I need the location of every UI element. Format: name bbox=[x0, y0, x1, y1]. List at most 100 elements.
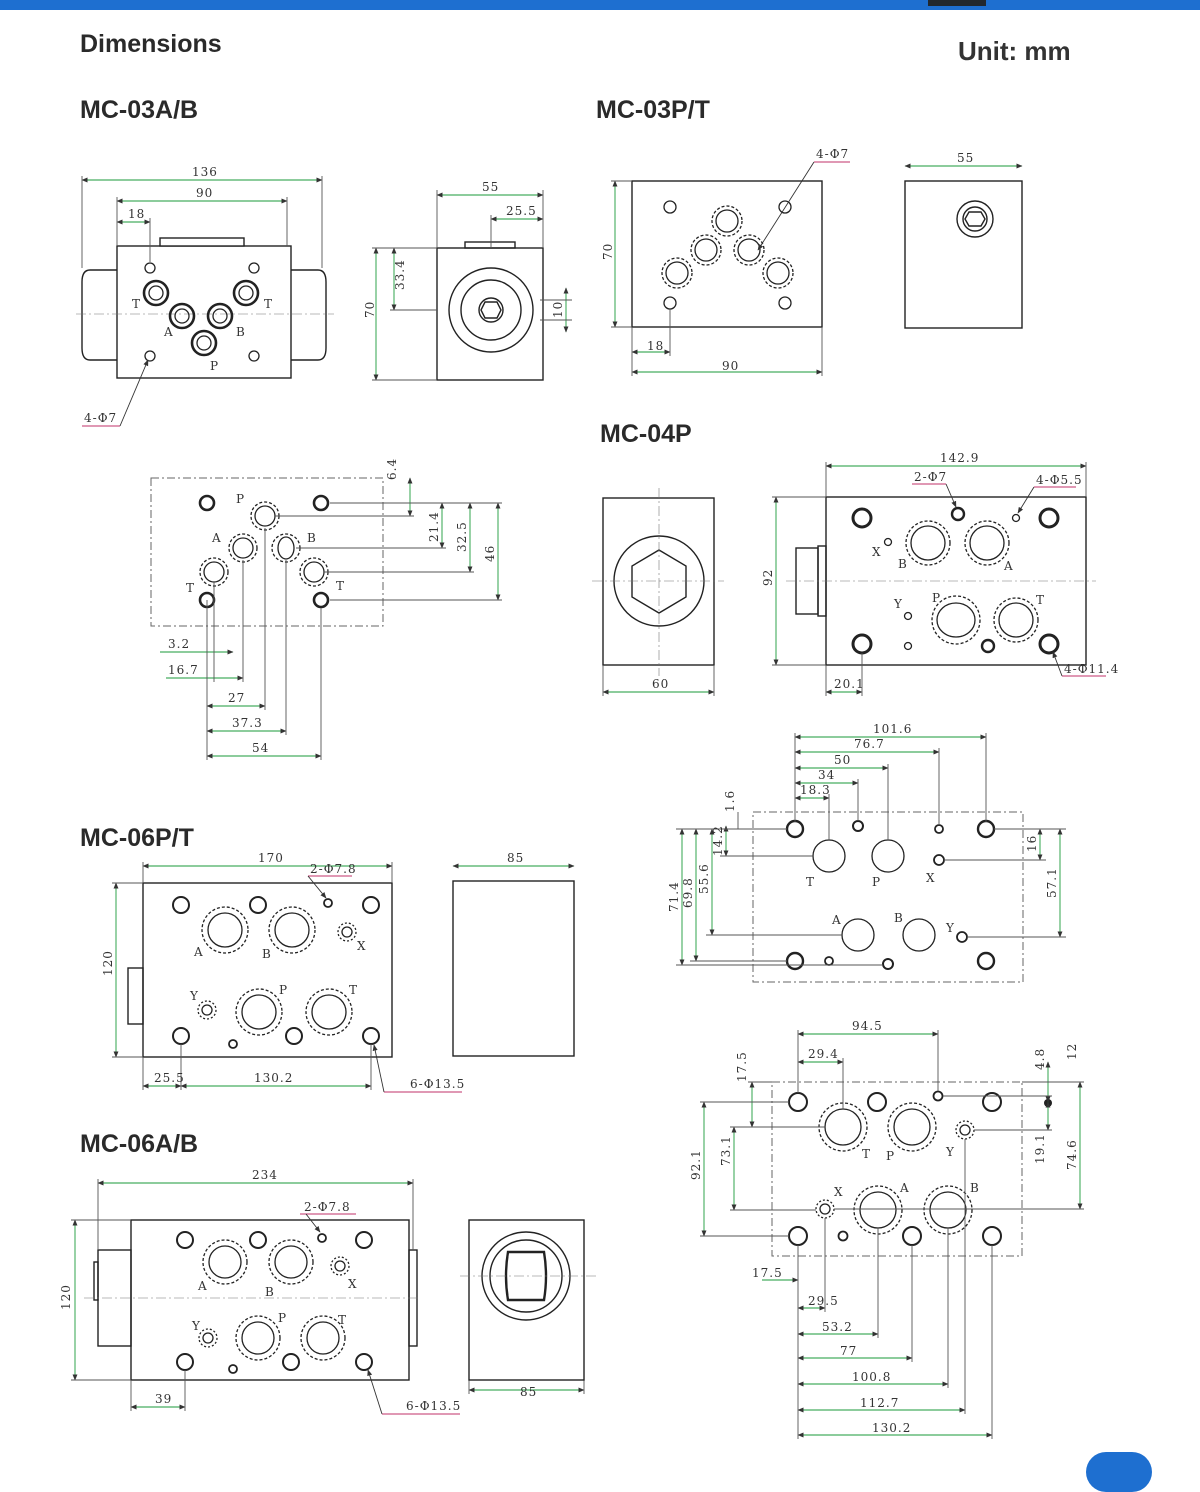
mc04p-port-x: X bbox=[872, 545, 881, 559]
mc03ab-dim-136: 136 bbox=[192, 165, 218, 179]
mc04p-bottom-dim-14-2: 14.2 bbox=[711, 825, 725, 856]
mc03ab-dim-18: 18 bbox=[128, 207, 145, 221]
mc03ab-holes-label: 4-Φ7 bbox=[84, 411, 117, 425]
mc06-bottom-dim-12: 12 bbox=[1065, 1043, 1079, 1060]
mc03ab-bottom-port-t-left: T bbox=[186, 581, 194, 595]
mc03ab-bottom-dim-46: 46 bbox=[483, 545, 497, 562]
mc04p-holes-2: 2-Φ7 bbox=[914, 470, 947, 484]
mc04p-side-dim-60: 60 bbox=[652, 677, 669, 691]
mc03ab-side-dim-25-5: 25.5 bbox=[506, 204, 537, 218]
mc06pt-dim-120: 120 bbox=[101, 950, 115, 976]
mc03pt-side-view bbox=[904, 180, 1023, 329]
mc06-bottom-dim-17-5: 17.5 bbox=[735, 1051, 749, 1082]
mc06ab-side-dim-85: 85 bbox=[520, 1385, 537, 1399]
mc04p-bottom-port-b: B bbox=[894, 911, 903, 925]
title-mc06pt: MC-06P/T bbox=[80, 824, 194, 852]
mc03ab-side-dim-55: 55 bbox=[482, 180, 499, 194]
mc03ab-bottom-dim-27: 27 bbox=[228, 691, 245, 705]
mc04p-bottom-port-t: T bbox=[806, 875, 814, 889]
mc03ab-bottom-port-p: P bbox=[236, 492, 244, 506]
mc06pt-port-a: A bbox=[193, 945, 203, 959]
mc04p-bottom-port-y: Y bbox=[945, 921, 955, 935]
mc06pt-front-view bbox=[127, 882, 393, 1058]
mc04p-port-a: A bbox=[1003, 559, 1013, 573]
mc03ab-bottom-dim-54: 54 bbox=[252, 741, 269, 755]
mc03ab-side-dim-33-4: 33.4 bbox=[393, 259, 407, 290]
mc06pt-dim-170: 170 bbox=[258, 851, 284, 865]
mc06-bottom-port-p: P bbox=[886, 1149, 894, 1163]
mc06-bottom-dim-130-2: 130.2 bbox=[872, 1421, 911, 1435]
mc03pt-dim-18: 18 bbox=[647, 339, 664, 353]
page-number-badge bbox=[1086, 1452, 1152, 1492]
mc04p-bottom-dim-101-6: 101.6 bbox=[873, 722, 912, 736]
mc06-bottom-dim-92-1: 92.1 bbox=[689, 1149, 703, 1180]
mc06ab-dim-39: 39 bbox=[155, 1392, 172, 1406]
mc06-bottom-dim-29-4: 29.4 bbox=[808, 1047, 839, 1061]
top-accent-bar bbox=[0, 0, 1200, 10]
mc06-bottom-dim-17-5w: 17.5 bbox=[752, 1266, 783, 1280]
mc06-bottom-dim-19-1: 19.1 bbox=[1033, 1133, 1047, 1164]
mc03ab-port-p: P bbox=[210, 359, 218, 373]
mc06ab-holes-2: 2-Φ7.8 bbox=[304, 1200, 351, 1214]
mc06-bottom-dim-73-1: 73.1 bbox=[719, 1135, 733, 1166]
unit-label: Unit: mm bbox=[958, 36, 1071, 66]
mc03ab-front-dims bbox=[81, 176, 323, 268]
mc03ab-front-view bbox=[76, 237, 334, 379]
mc04p-port-b: B bbox=[898, 557, 907, 571]
mc03ab-bottom-dim-32-5: 32.5 bbox=[455, 521, 469, 552]
mc03ab-bottom-dim-37-3: 37.3 bbox=[232, 716, 263, 730]
mc06pt-port-y: Y bbox=[189, 989, 199, 1003]
mc04p-dim-92: 92 bbox=[761, 569, 775, 586]
mc04p-bottom-dim-50: 50 bbox=[834, 753, 851, 767]
mc04p-dim-20-1: 20.1 bbox=[834, 677, 865, 691]
title-mc04p: MC-04P bbox=[600, 420, 692, 448]
mc06pt-dim-25-5: 25.5 bbox=[154, 1071, 185, 1085]
mc06ab-holes-6: 6-Φ13.5 bbox=[406, 1399, 461, 1413]
mc06ab-dim-234: 234 bbox=[252, 1168, 278, 1182]
mc03ab-bottom-port-a: A bbox=[211, 531, 221, 545]
mc04p-bottom-dim-34: 34 bbox=[818, 768, 835, 782]
mc04p-dim-142-9: 142.9 bbox=[940, 451, 979, 465]
mc06pt-side-dim-85: 85 bbox=[507, 851, 524, 865]
mc04p-front-view bbox=[786, 496, 1096, 666]
mc04p-bottom-dim-57-1: 57.1 bbox=[1045, 867, 1059, 898]
mc04p-holes-4b: 4-Φ11.4 bbox=[1064, 662, 1119, 676]
mc06ab-port-b: B bbox=[265, 1285, 274, 1299]
mc04p-bottom-dim-1-6: 1.6 bbox=[723, 790, 737, 812]
mc04p-side-view bbox=[592, 488, 724, 676]
mc03ab-bottom-port-b: B bbox=[307, 531, 316, 545]
mc04p-port-t: T bbox=[1036, 593, 1044, 607]
mc03ab-port-a: A bbox=[163, 325, 173, 339]
mc06pt-port-b: B bbox=[262, 947, 271, 961]
mc03pt-front-view bbox=[631, 180, 823, 328]
mc06pt-port-p: P bbox=[279, 983, 287, 997]
mc06ab-port-x: X bbox=[348, 1277, 357, 1291]
mc06-bottom-port-t: T bbox=[862, 1147, 870, 1161]
mc06ab-side-view bbox=[460, 1219, 596, 1381]
mc06ab-port-y: Y bbox=[191, 1319, 201, 1333]
top-bar-marker bbox=[928, 0, 986, 6]
mc06-bottom-dim-29-5: 29.5 bbox=[808, 1294, 839, 1308]
mc06-bottom-dim-94-5: 94.5 bbox=[852, 1019, 883, 1033]
title-mc03ab: MC-03A/B bbox=[80, 96, 199, 124]
mc06pt-port-x: X bbox=[357, 939, 366, 953]
mc04p-bottom-dim-76-7: 76.7 bbox=[854, 737, 885, 751]
title-mc03pt: MC-03P/T bbox=[596, 96, 710, 124]
mc03ab-port-t-left: T bbox=[132, 297, 140, 311]
mc06ab-port-t: T bbox=[338, 1313, 346, 1327]
mc03pt-dim-70: 70 bbox=[601, 243, 615, 260]
mc03ab-side-view bbox=[436, 241, 544, 381]
mc06pt-dim-130-2: 130.2 bbox=[254, 1071, 293, 1085]
mc06-bottom-port-x: X bbox=[834, 1185, 843, 1199]
mc06pt-holes-2: 2-Φ7.8 bbox=[310, 862, 357, 876]
mc03ab-bottom-port-t-right: T bbox=[336, 579, 344, 593]
mc04p-bottom-port-x: X bbox=[926, 871, 935, 885]
page-heading: Dimensions bbox=[80, 30, 222, 58]
mc03ab-side-dim-10: 10 bbox=[551, 301, 565, 318]
mc03ab-port-t-right: T bbox=[264, 297, 272, 311]
mc03ab-bottom-dim-3-2: 3.2 bbox=[168, 637, 190, 651]
mc04p-bottom-dim-71-4: 71.4 bbox=[667, 881, 681, 912]
mc06-bottom-port-y: Y bbox=[945, 1145, 955, 1159]
mc06-bottom-layout: 94.5 29.4 17.5 4.8 12 92.1 73.1 19.1 74.… bbox=[689, 1019, 1084, 1439]
title-mc06ab: MC-06A/B bbox=[80, 1130, 199, 1158]
